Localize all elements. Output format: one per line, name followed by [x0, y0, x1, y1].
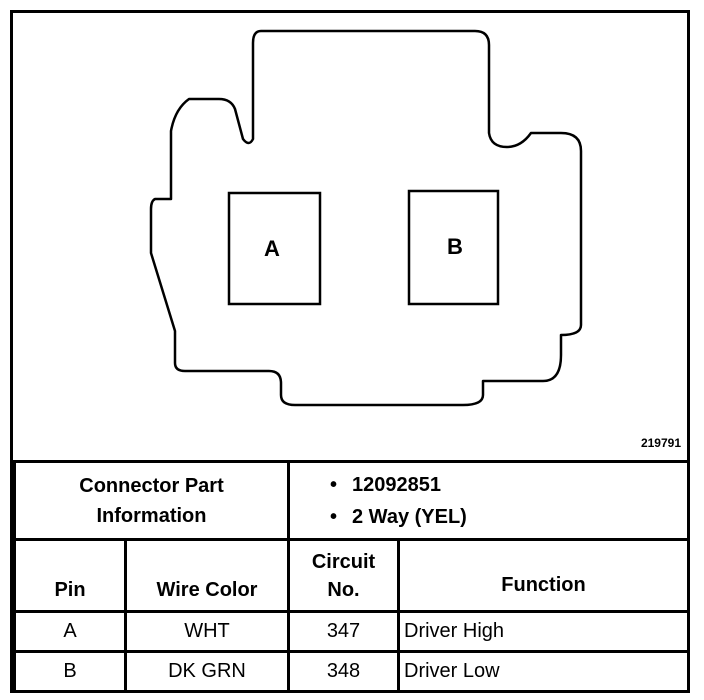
- wire-color-header: Wire Color: [124, 538, 290, 613]
- connector-diagram: A B 219791: [13, 13, 687, 460]
- function-header: Function: [397, 538, 690, 613]
- circuit-cell: 348: [287, 650, 400, 693]
- part-info-label-line1: Connector Part: [79, 474, 224, 497]
- part-info-label-line2: Information: [96, 504, 207, 527]
- part-number-item: • 12092851: [330, 469, 687, 501]
- pin-cell: B: [13, 650, 127, 693]
- connector-housing-outline: [149, 29, 583, 407]
- part-info-values-cell: • 12092851 • 2 Way (YEL): [287, 460, 690, 541]
- circuit-header: Circuit No.: [287, 538, 400, 613]
- table-row: B DK GRN 348 Driver Low: [13, 650, 690, 693]
- figure-number: 219791: [641, 436, 681, 450]
- pin-header: Pin: [13, 538, 127, 613]
- connector-figure-frame: A B 219791 Connector Part Information • 1…: [10, 10, 690, 693]
- wire-color-cell: WHT: [124, 610, 290, 653]
- connector-type-item: • 2 Way (YEL): [330, 501, 687, 533]
- function-cell: Driver Low: [397, 650, 690, 693]
- wire-color-cell: DK GRN: [124, 650, 290, 693]
- part-info-row: Connector Part Information • 12092851 • 2 …: [13, 460, 690, 541]
- bullet-icon: •: [330, 505, 338, 528]
- circuit-header-line1: Circuit: [311, 551, 376, 573]
- pin-a-cavity: [227, 191, 322, 306]
- pin-b-cavity: [407, 189, 500, 306]
- function-cell: Driver High: [397, 610, 690, 653]
- part-info-label-cell: Connector Part Information: [13, 460, 290, 541]
- connector-type: 2 Way (YEL): [352, 505, 467, 528]
- connector-outline-svg: A B 219791: [149, 29, 681, 450]
- circuit-header-line2: No.: [327, 579, 360, 601]
- bullet-icon: •: [330, 473, 338, 496]
- pin-b-label: B: [447, 234, 463, 259]
- pin-a-label: A: [264, 236, 280, 261]
- column-header-row: Pin Wire Color Circuit No. Function: [13, 538, 690, 613]
- part-number: 12092851: [352, 473, 441, 496]
- pin-cell: A: [13, 610, 127, 653]
- circuit-cell: 347: [287, 610, 400, 653]
- connector-info-table: Connector Part Information • 12092851 • 2 …: [13, 460, 690, 693]
- table-row: A WHT 347 Driver High: [13, 610, 690, 653]
